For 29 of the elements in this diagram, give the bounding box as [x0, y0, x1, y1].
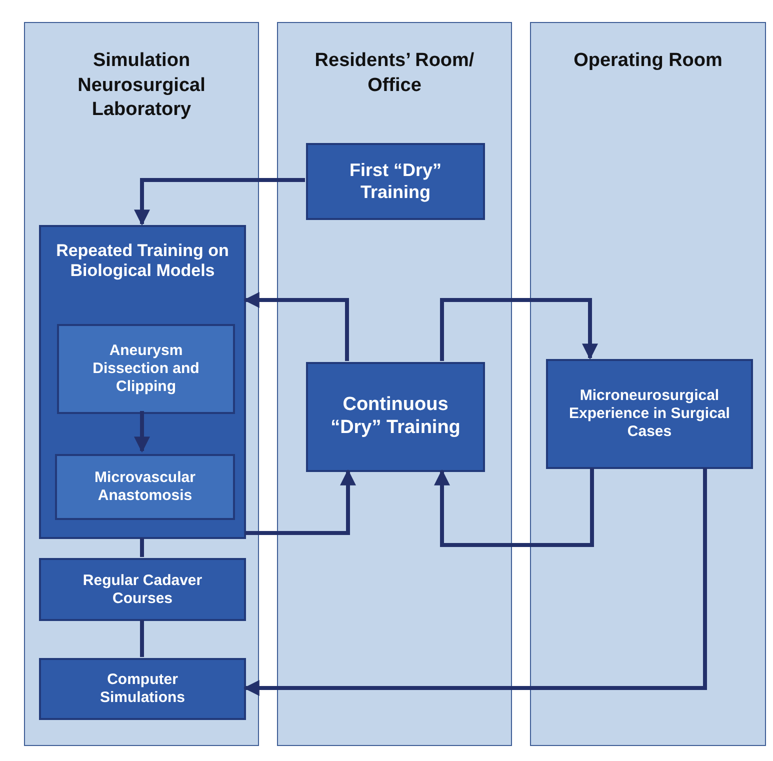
- box-label: Computer Simulations: [98, 671, 186, 707]
- lane-heading: Residents’ Room/ Office: [314, 49, 476, 98]
- arrow: [440, 298, 598, 361]
- process-box: [39, 658, 246, 720]
- arrow: [134, 411, 150, 453]
- box-label: Regular Cadaver Courses: [82, 572, 204, 608]
- lane-heading: Operating Room: [572, 49, 724, 73]
- box-label: Microvascular Anastomosis: [94, 469, 196, 505]
- box-label: Continuous “Dry” Training: [330, 394, 460, 440]
- box-label: First “Dry” Training: [348, 160, 443, 204]
- group-box: [39, 225, 246, 539]
- process-box: [55, 454, 235, 520]
- arrow: [243, 292, 349, 361]
- process-box: [306, 143, 485, 220]
- swimlane: [530, 22, 766, 746]
- arrow: [434, 468, 594, 547]
- arrow: [134, 178, 305, 226]
- process-box: [306, 362, 485, 472]
- arrow: [245, 469, 356, 535]
- box-label: Aneurysm Dissection and Clipping: [92, 342, 200, 396]
- process-box: [546, 359, 753, 469]
- swimlane: [24, 22, 259, 746]
- arrow: [243, 468, 707, 696]
- lane-heading: Simulation Neurosurgical Laboratory: [76, 49, 206, 122]
- process-box: [39, 558, 246, 621]
- process-box: [57, 324, 235, 414]
- group-heading: Repeated Training on Biological Models: [55, 241, 230, 282]
- box-label: Microneurosurgical Experience in Surgical Cases: [568, 387, 731, 441]
- swimlane: [277, 22, 512, 746]
